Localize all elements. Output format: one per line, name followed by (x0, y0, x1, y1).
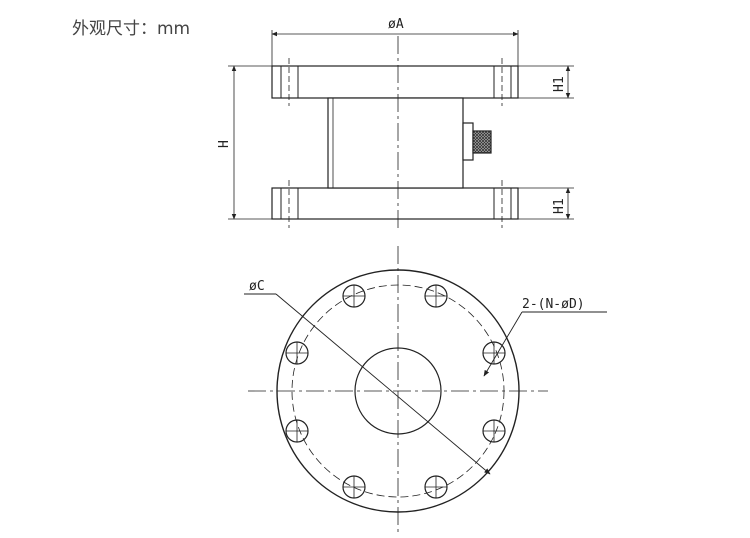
cable-connector (462, 122, 474, 161)
center-hub (354, 347, 442, 435)
label-H: H (217, 140, 232, 148)
top-flange (271, 65, 519, 99)
bottom-flange (271, 187, 519, 220)
label-H1-bottom: H1 (552, 198, 567, 214)
dimension-phiA (271, 30, 519, 66)
dimension-holes (483, 311, 607, 377)
dimension-H1-top (518, 65, 574, 99)
bolt-holes-side (280, 65, 512, 220)
dimension-caption: 外观尺寸：mm (72, 19, 191, 39)
dimension-H1-bottom (518, 187, 574, 220)
center-body (327, 97, 464, 189)
label-holes: 2-(N-øD) (522, 297, 585, 312)
top-view (248, 246, 548, 536)
label-phiA: øA (388, 17, 404, 32)
label-H1-top: H1 (552, 76, 567, 92)
side-view (271, 36, 519, 232)
dimension-phiC (244, 293, 491, 475)
bolt-holes-top (285, 284, 506, 499)
bolt-circle (291, 284, 505, 498)
dimension-H (228, 65, 272, 220)
outer-flange-circle (276, 269, 520, 513)
label-phiC: øC (249, 279, 265, 294)
